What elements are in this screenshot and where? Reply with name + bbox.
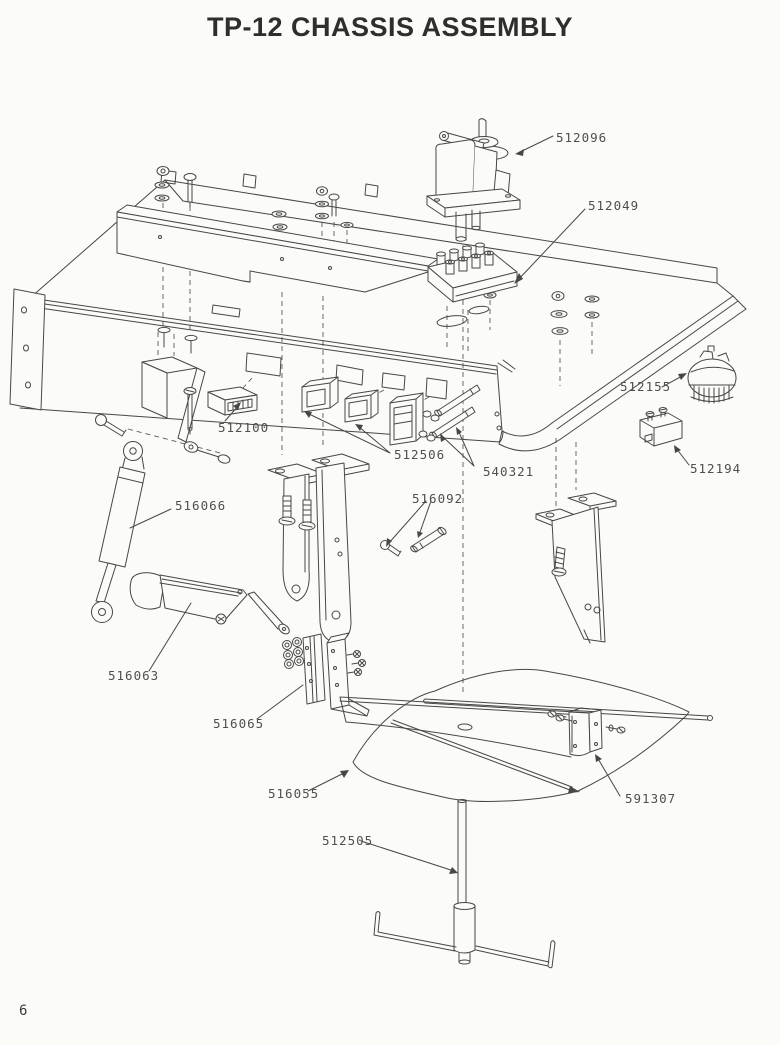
connector-512100 (207, 386, 258, 416)
front-panel (9, 288, 504, 443)
center-brackets (247, 453, 370, 644)
lock-washers (282, 637, 304, 669)
part-label-516092: 516092 (412, 491, 463, 506)
bracket-screws (547, 710, 626, 734)
arm-516063 (129, 572, 248, 625)
top-fasteners (154, 166, 600, 354)
pole-512505 (373, 799, 556, 969)
panel-cutout (381, 372, 406, 391)
plate-screws (346, 650, 366, 676)
part-label-516066: 516066 (175, 498, 226, 513)
panel-cutout (245, 352, 282, 377)
leader-lines (129, 135, 690, 874)
chassis-deck (29, 179, 747, 452)
support-rod (423, 698, 709, 721)
tapping-screws (278, 495, 316, 531)
page-number: 6 (19, 1003, 28, 1019)
part-label-512155: 512155 (620, 379, 671, 394)
part-label-512100: 512100 (218, 420, 269, 435)
cap-512155 (687, 345, 737, 404)
mounting-rail (116, 204, 439, 293)
bracket-screw (183, 387, 197, 435)
link-strap (247, 591, 285, 630)
switch-housings-512506 (301, 376, 424, 446)
part-label-540321: 540321 (483, 464, 534, 479)
terminal-cylinders-front (445, 250, 494, 275)
motor-assembly-512096 (426, 118, 521, 242)
switch-512194 (639, 407, 683, 447)
table-disc-516055 (352, 668, 690, 802)
part-label-512049: 512049 (588, 198, 639, 213)
page-title: TP-12 CHASSIS ASSEMBLY (206, 12, 574, 42)
pins-540321 (418, 384, 481, 442)
right-bracket (535, 492, 617, 644)
part-label-591307: 591307 (625, 791, 676, 806)
part-label-516063: 516063 (108, 668, 159, 683)
foot-bar (373, 911, 556, 969)
panel-cutout (425, 377, 448, 400)
panel-cutout (335, 364, 364, 386)
terminal-block-512049 (427, 242, 518, 303)
bracket-591307 (547, 707, 626, 757)
part-label-512194: 512194 (690, 461, 741, 476)
part-label-516055: 516055 (268, 786, 319, 801)
cotter-pin (95, 414, 107, 426)
part-label-512506: 512506 (394, 447, 445, 462)
part-labels: 512096 512049 512155 512194 512100 51250… (108, 130, 741, 848)
part-label-516065: 516065 (213, 716, 264, 731)
clevis-pin-516092 (380, 526, 447, 557)
part-label-512096: 512096 (556, 130, 607, 145)
part-label-512505: 512505 (322, 833, 373, 848)
left-bracket (141, 356, 231, 464)
gas-spring-516066 (91, 414, 146, 623)
chassis-back-wall (160, 169, 718, 284)
support-beam (339, 696, 713, 758)
plate-516065 (282, 632, 370, 717)
